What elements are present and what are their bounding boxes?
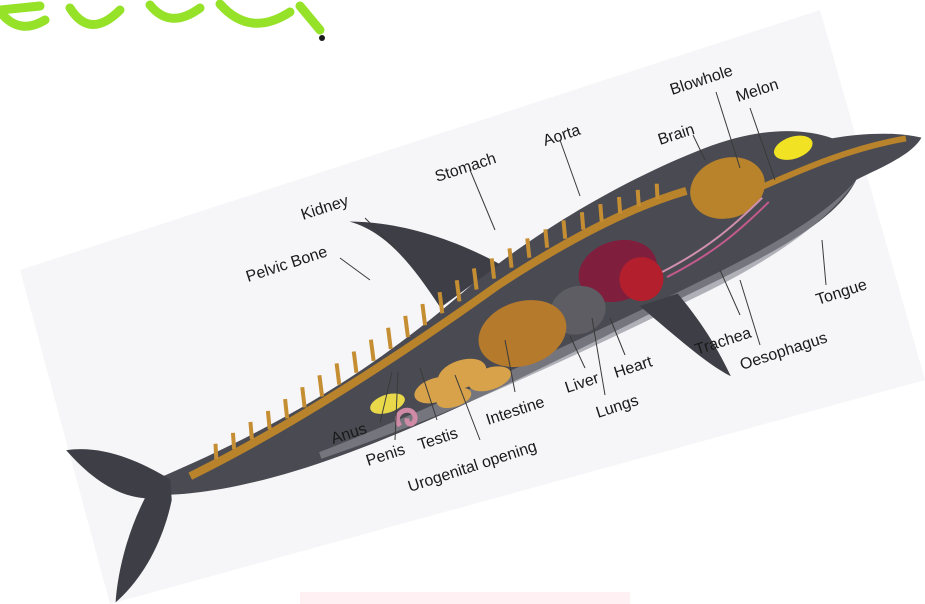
bottom-color-strip (300, 592, 630, 604)
heading-fragment (0, 4, 325, 41)
